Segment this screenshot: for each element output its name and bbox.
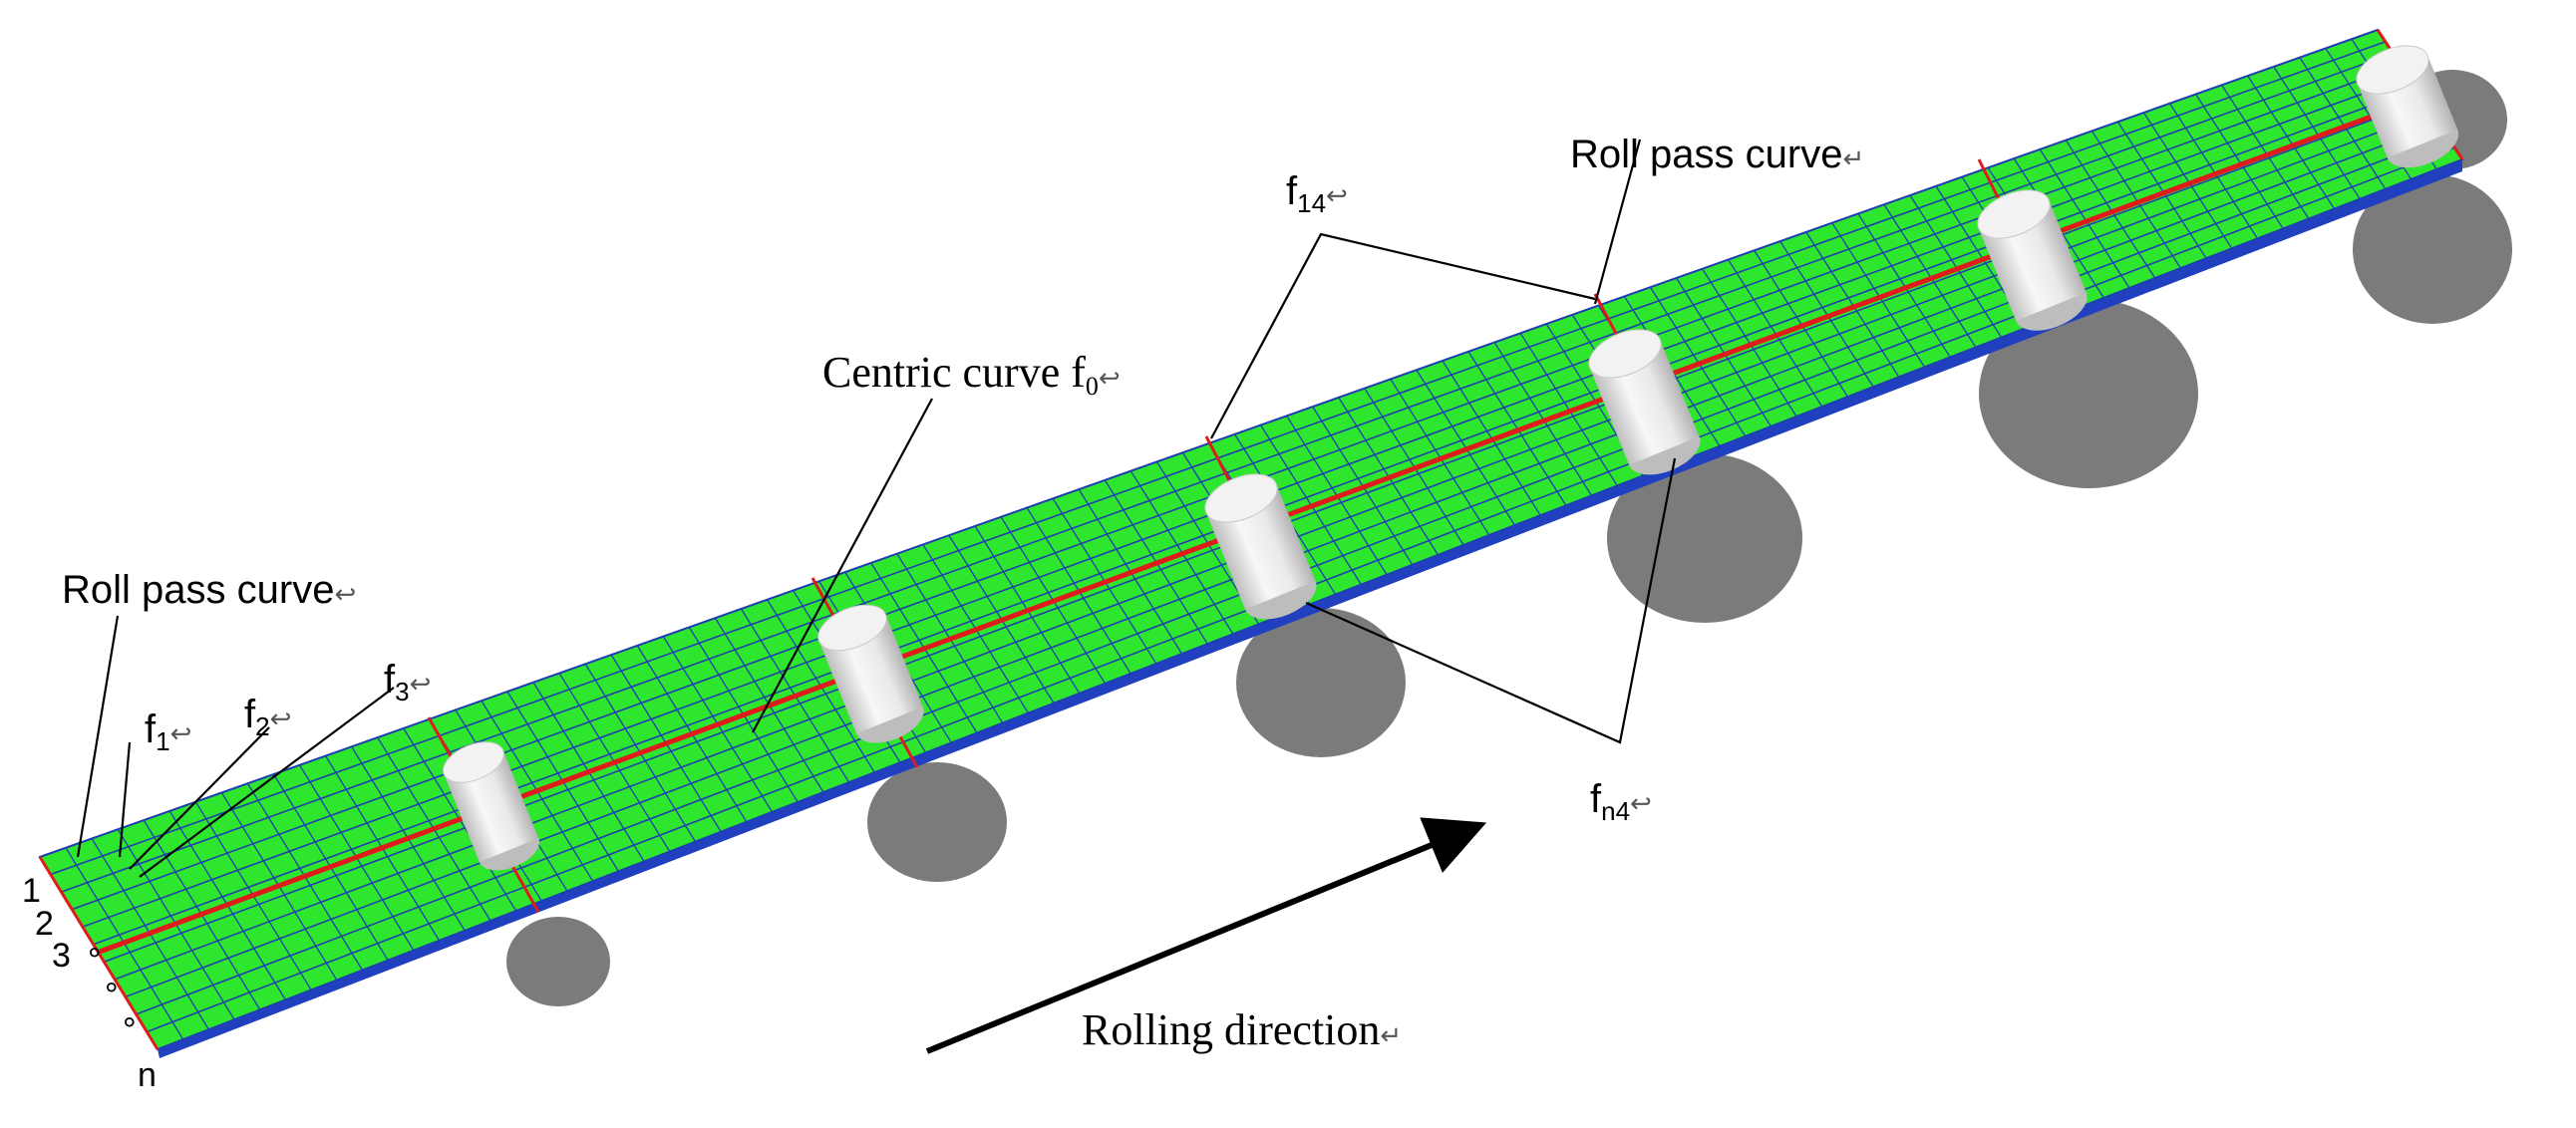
roll-top-face [2356, 45, 2429, 95]
leader-fn4 [1305, 457, 1677, 744]
leader-roll-pass-top [1593, 139, 1642, 305]
roll-shadow-6 [2353, 174, 2512, 324]
mesh-transverse-line [2221, 84, 2310, 219]
label-fn4: fn4↩ [1590, 777, 1652, 826]
mesh-transverse-line [1909, 194, 2003, 338]
row-number-3: 3 [52, 937, 71, 975]
label-rolling-direction: Rolling direction↵ [1082, 1005, 1402, 1054]
label-f3: f3↩ [384, 658, 431, 706]
row-dot-3: ° [123, 1011, 137, 1049]
roll-top-face [443, 741, 504, 783]
leader-f14 [1210, 232, 1596, 439]
roll-shadow-1 [506, 917, 610, 1006]
label-roll-pass-curve-left: Roll pass curve↩ [62, 568, 356, 612]
mesh-transverse-line [1805, 231, 1900, 378]
label-f14: f14↩ [1286, 169, 1348, 218]
mesh-transverse-line [1857, 213, 1951, 358]
row-number-1: 1 [22, 872, 41, 910]
leader-centric [752, 398, 933, 733]
mesh-transverse-line [1883, 203, 1977, 348]
mesh-transverse-line [2273, 66, 2361, 200]
mesh-transverse-line [2091, 131, 2181, 269]
mesh-transverse-line [2116, 121, 2207, 259]
roll-1 [443, 741, 539, 871]
label-f2: f2↩ [244, 693, 291, 741]
leader-lines [76, 139, 1677, 878]
row-dot-2: ° [105, 977, 119, 1014]
label-centric-curve: Centric curve f0↩ [822, 348, 1121, 401]
label-roll-pass-curve-top: Roll pass curve↵ [1570, 133, 1864, 176]
roll-2 [817, 604, 924, 743]
roll-shadow-3 [1236, 608, 1406, 757]
mesh-transverse-line [2142, 112, 2233, 249]
mesh-transverse-line [1779, 240, 1874, 388]
label-f1: f1↩ [145, 707, 191, 756]
roll-top-face [817, 604, 887, 652]
roll-shadow-2 [867, 762, 1007, 882]
row-dot-1: ° [88, 942, 102, 980]
roll-4 [1588, 329, 1701, 475]
roll-3 [1204, 473, 1317, 620]
mesh-transverse-line [2247, 75, 2336, 209]
rolls [443, 45, 2459, 871]
mesh-transverse-line [2065, 140, 2156, 279]
leader-f1 [118, 741, 132, 858]
row-number-2: 2 [35, 905, 54, 943]
mesh-transverse-line [2195, 94, 2284, 229]
roll-5 [1977, 189, 2088, 331]
roll-top-face [1588, 329, 1662, 379]
mesh-transverse-line [1754, 249, 1849, 398]
rolling-direction-arrow [925, 817, 1487, 1054]
mesh-transverse-line [2039, 148, 2130, 289]
mesh-transverse-line [1831, 222, 1926, 368]
leader-f2 [129, 726, 270, 870]
roll-top-face [1204, 473, 1278, 523]
row-number-n: n [138, 1056, 157, 1094]
roll-shadow-4 [1607, 453, 1802, 623]
leader-f3 [139, 687, 395, 878]
roll-top-face [1977, 189, 2051, 239]
roll-6 [2356, 45, 2459, 168]
row-numbers: 1 2 3 ° ° ° n [22, 872, 157, 1094]
mesh-transverse-line [2299, 57, 2387, 190]
mesh-transverse-line [2169, 103, 2259, 239]
leader-roll-pass-left [76, 615, 120, 858]
strip-underside [158, 159, 2462, 1058]
roll-shadow-5 [1979, 299, 2198, 488]
